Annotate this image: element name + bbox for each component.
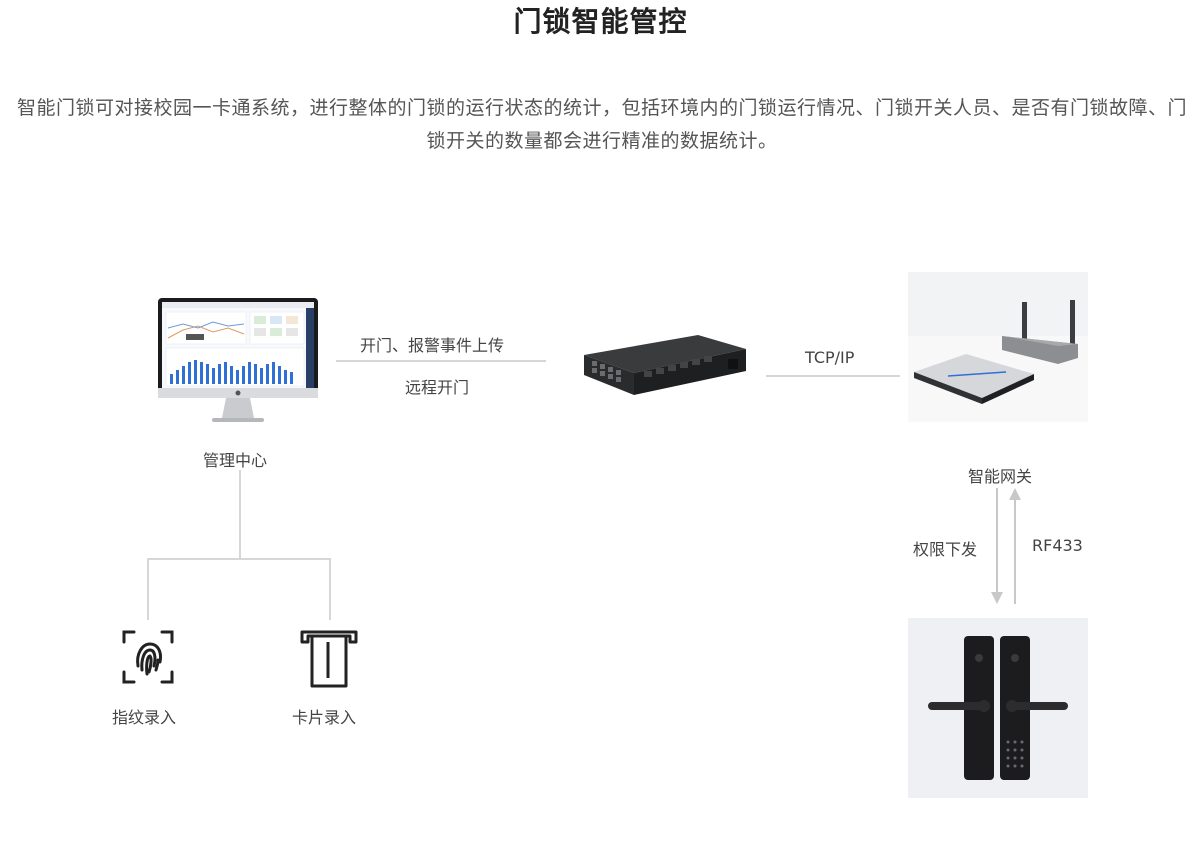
upload-link-label: 开门、报警事件上传 [360,336,505,355]
center-tree-stem [239,470,241,558]
remote-open-link-label: 远程开门 [405,378,470,397]
tcpip-link-label: TCP/IP [805,348,855,367]
tree-left-drop [147,558,149,620]
tree-branch [147,558,331,560]
switch-gateway-line [766,375,900,377]
down-arrow-icon [990,488,1004,606]
fingerprint-label: 指纹录入 [112,708,177,727]
smart-door-lock-icon [908,618,1088,798]
gateway-router-icon [908,272,1088,422]
center-switch-line [336,360,546,362]
up-arrow-icon [1008,486,1022,604]
gateway-label: 智能网关 [968,467,1033,486]
page-title: 门锁智能管控 [513,5,688,38]
permission-link-label: 权限下发 [913,540,978,559]
management-center-label: 管理中心 [203,451,268,470]
fingerprint-icon [120,628,176,686]
monitor-icon [158,298,318,430]
tree-right-drop [329,558,331,620]
rf-link-label: RF433 [1032,536,1083,555]
page-description: 智能门锁可对接校园一卡通系统，进行整体的门锁的运行状态的统计，包括环境内的门锁运… [16,97,1187,152]
network-switch-icon [578,333,750,411]
card-reader-icon [298,628,360,688]
card-label: 卡片录入 [292,708,357,727]
